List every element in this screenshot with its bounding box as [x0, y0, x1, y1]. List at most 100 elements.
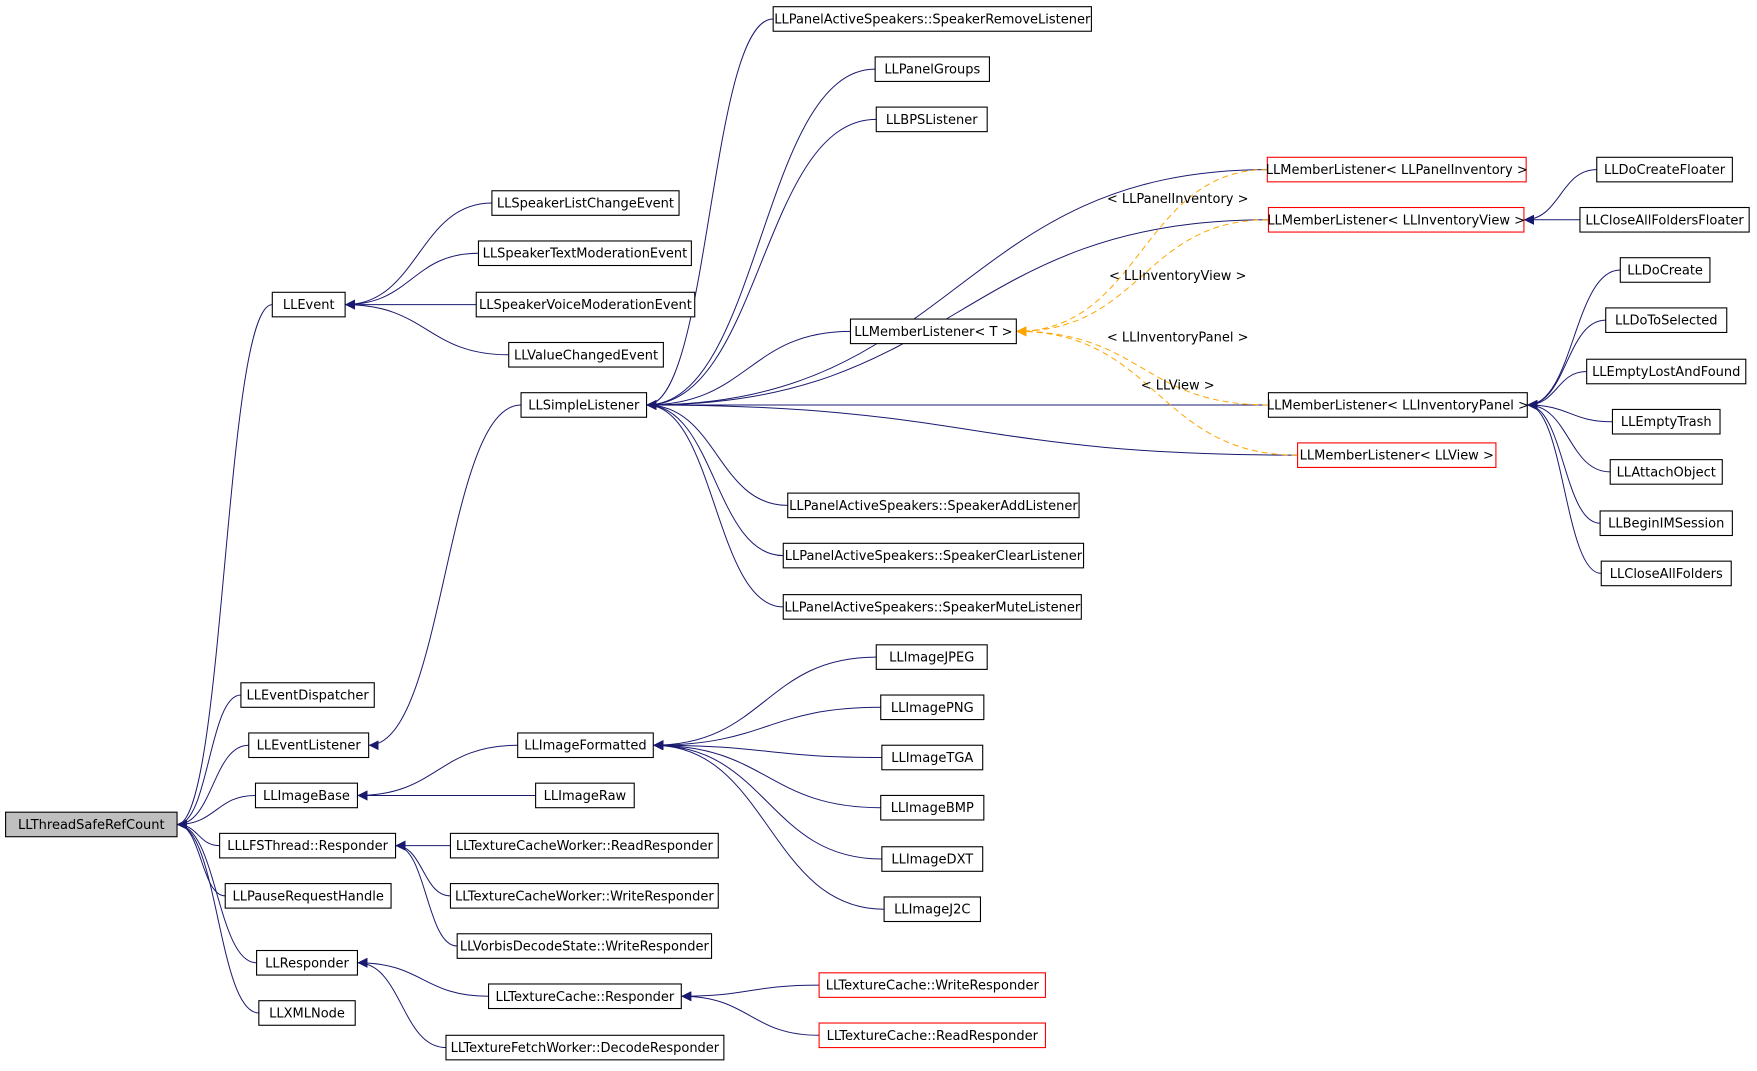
class-node-lldocreatefloater[interactable]: LLDoCreateFloater — [1596, 156, 1733, 183]
edge-label-llview: < LLView > — [1141, 378, 1215, 393]
class-node-llemptylostandfound[interactable]: LLEmptyLostAndFound — [1586, 358, 1747, 385]
class-node-label: LLDoCreateFloater — [1604, 163, 1726, 178]
class-node-llspeakertextmoderationevent[interactable]: LLSpeakerTextModerationEvent — [477, 240, 692, 267]
class-node-label: LLSpeakerVoiceModerationEvent — [479, 298, 692, 313]
class-node-llimagebase[interactable]: LLImageBase — [254, 782, 359, 809]
class-node-label: LLCloseAllFolders — [1610, 567, 1723, 582]
inheritance-edge-llmemberlistenert-to-llsimplelistener — [646, 330, 851, 410]
class-node-label: LLImageFormatted — [524, 739, 646, 754]
class-node-box — [449, 832, 719, 859]
inheritance-edge-llimagejpeg-to-llimageformatted — [653, 656, 877, 751]
class-node-llbeginimsession[interactable]: LLBeginIMSession — [1599, 510, 1733, 537]
inheritance-edge-llimagebmp-to-llimageformatted — [653, 740, 881, 809]
class-node-llpanelgroups[interactable]: LLPanelGroups — [874, 56, 990, 82]
class-node-box — [874, 56, 990, 82]
class-node-lltexturecache-writeresponder[interactable]: LLTextureCache::WriteResponder — [818, 972, 1047, 998]
class-node-llcloseallfolders[interactable]: LLCloseAllFolders — [1600, 560, 1732, 587]
class-node-llpauserequesthandle[interactable]: LLPauseRequestHandle — [224, 883, 392, 909]
class-node-box — [254, 782, 359, 809]
class-node-label: LLPanelGroups — [884, 63, 980, 78]
class-node-llxmlnode[interactable]: LLXMLNode — [258, 1000, 356, 1026]
class-node-llimageraw[interactable]: LLImageRaw — [535, 782, 635, 809]
class-node-box — [224, 883, 392, 909]
class-node-label: LLImageTGA — [891, 751, 973, 766]
class-node-llpanelactivespeakers-speakeraddlistener[interactable]: LLPanelActiveSpeakers::SpeakerAddListene… — [787, 492, 1080, 519]
class-node-llspeakervoicemoderationevent[interactable]: LLSpeakerVoiceModerationEvent — [475, 291, 696, 318]
class-node-llmemberlistener-llpanelinventory[interactable]: LLMemberListener< LLPanelInventory > — [1266, 156, 1528, 183]
class-node-llimageformatted[interactable]: LLImageFormatted — [517, 732, 654, 759]
class-node-label: LLXMLNode — [269, 1006, 345, 1021]
class-node-llbpslistener[interactable]: LLBPSListener — [875, 106, 988, 133]
class-node-llmemberlistener-llview[interactable]: LLMemberListener< LLView > — [1297, 442, 1497, 468]
class-node-lltexturecacheworker-readresponder[interactable]: LLTextureCacheWorker::ReadResponder — [449, 832, 719, 859]
class-node-llimagejpeg[interactable]: LLImageJPEG — [875, 644, 988, 670]
inheritance-edge-llcloseallfolders-to-mlinventorypanel — [1527, 400, 1602, 574]
class-node-lleventdispatcher[interactable]: LLEventDispatcher — [240, 682, 375, 708]
class-node-label: LLValueChangedEvent — [514, 348, 658, 363]
class-node-llpanelactivespeakers-speakerclearlistener[interactable]: LLPanelActiveSpeakers::SpeakerClearListe… — [782, 542, 1085, 569]
class-node-llemptytrash[interactable]: LLEmptyTrash — [1611, 408, 1721, 435]
class-node-label: LLMemberListener< LLView > — [1300, 449, 1494, 464]
class-node-llimagej2c[interactable]: LLImageJ2C — [883, 896, 982, 923]
class-node-label: LLMemberListener< T > — [854, 325, 1012, 340]
inheritance-edge-lldotoselected-to-mlinventorypanel — [1527, 319, 1606, 410]
class-node-label: LLEmptyTrash — [1621, 415, 1712, 430]
class-node-box — [475, 291, 696, 318]
inheritance-edge-texturecacheresponder-to-llresponder — [357, 957, 489, 997]
class-node-llspeakerlistchangeevent[interactable]: LLSpeakerListChangeEvent — [491, 190, 680, 216]
class-node-lldotoselected[interactable]: LLDoToSelected — [1605, 307, 1728, 334]
class-node-llmemberlistener-t[interactable]: LLMemberListener< T > — [849, 318, 1017, 345]
class-node-box — [881, 846, 984, 872]
class-node-lleventlistener[interactable]: LLEventListener — [248, 732, 370, 759]
class-node-label: LLVorbisDecodeState::WriteResponder — [460, 940, 710, 955]
class-node-label: LLImagePNG — [891, 701, 974, 716]
class-node-lllfsthread-responder[interactable]: LLLFSThread::Responder — [219, 832, 397, 859]
class-node-label: LLImageBase — [263, 789, 350, 804]
class-node-label: LLMemberListener< LLPanelInventory > — [1266, 163, 1528, 178]
class-node-llresponder[interactable]: LLResponder — [256, 949, 359, 976]
class-node-llattachobject[interactable]: LLAttachObject — [1609, 459, 1723, 485]
class-node-lltexturecacheworker-writeresponder[interactable]: LLTextureCacheWorker::WriteResponder — [449, 883, 719, 909]
class-node-label: LLTextureCacheWorker::WriteResponder — [455, 889, 714, 904]
class-node-lldocreate[interactable]: LLDoCreate — [1619, 257, 1711, 283]
class-node-llvorbisdecodestate-writeresponder[interactable]: LLVorbisDecodeState::WriteResponder — [456, 933, 713, 959]
class-node-llpanelactivespeakers-speakerremovelistener[interactable]: LLPanelActiveSpeakers::SpeakerRemoveList… — [772, 6, 1092, 32]
class-node-llmemberlistener-llinventorypanel[interactable]: LLMemberListener< LLInventoryPanel > — [1267, 392, 1529, 418]
class-node-box — [5, 811, 178, 838]
nodes-layer: LLThreadSafeRefCount LLEventLLEventDispat… — [5, 6, 1750, 1061]
inheritance-edge-llimagepng-to-llimageformatted — [653, 706, 881, 751]
class-node-box — [491, 190, 680, 216]
class-node-box — [248, 732, 370, 759]
class-node-llimagedxt[interactable]: LLImageDXT — [881, 846, 984, 872]
class-node-box — [1605, 307, 1728, 334]
class-node-box — [1611, 408, 1721, 435]
class-node-llsimplelistener[interactable]: LLSimpleListener — [520, 392, 648, 418]
edge-label-llinventoryview: < LLInventoryView > — [1109, 269, 1246, 284]
class-node-llimagebmp[interactable]: LLImageBMP — [880, 794, 985, 821]
class-node-llthreadsaferefcount[interactable]: LLThreadSafeRefCount — [5, 811, 178, 838]
class-node-llpanelactivespeakers-speakermutelistener[interactable]: LLPanelActiveSpeakers::SpeakerMuteListen… — [782, 594, 1082, 620]
inheritance-edge-tcwriteresponder-to-texturecacheresponder — [681, 984, 820, 1002]
class-node-llmemberlistener-llinventoryview[interactable]: LLMemberListener< LLInventoryView > — [1267, 206, 1525, 233]
class-node-llimagetga[interactable]: LLImageTGA — [881, 744, 984, 771]
class-node-lltexturecache-responder[interactable]: LLTextureCache::Responder — [488, 983, 682, 1010]
class-node-label: LLImageJ2C — [894, 903, 970, 918]
class-node-lltexturefetchworker-decoderesponder[interactable]: LLTextureFetchWorker::DecodeResponder — [445, 1034, 725, 1061]
inheritance-edge-llpanelgroups-to-llsimplelistener — [646, 68, 876, 410]
class-node-llvaluechangedevent[interactable]: LLValueChangedEvent — [508, 341, 664, 368]
class-node-llcloseallfoldersfloater[interactable]: LLCloseAllFoldersFloater — [1579, 206, 1750, 233]
inheritance-edge-speakermutelistener-to-llsimplelistener — [646, 400, 784, 608]
class-node-box — [1266, 156, 1527, 183]
class-node-label: LLAttachObject — [1617, 465, 1716, 480]
class-node-label: LLSpeakerListChangeEvent — [497, 197, 674, 212]
class-node-box — [782, 542, 1085, 569]
class-node-llimagepng[interactable]: LLImagePNG — [880, 694, 985, 721]
inheritance-edge-llimagetga-to-llimageformatted — [653, 740, 882, 759]
class-node-box — [1599, 510, 1733, 537]
class-node-llevent[interactable]: LLEvent — [271, 291, 346, 318]
class-node-lltexturecache-readresponder[interactable]: LLTextureCache::ReadResponder — [818, 1022, 1047, 1049]
class-node-box — [818, 972, 1047, 998]
inheritance-edge-llemptytrash-to-mlinventorypanel — [1527, 399, 1613, 423]
class-node-box — [508, 341, 664, 368]
class-node-label: LLThreadSafeRefCount — [18, 818, 165, 833]
